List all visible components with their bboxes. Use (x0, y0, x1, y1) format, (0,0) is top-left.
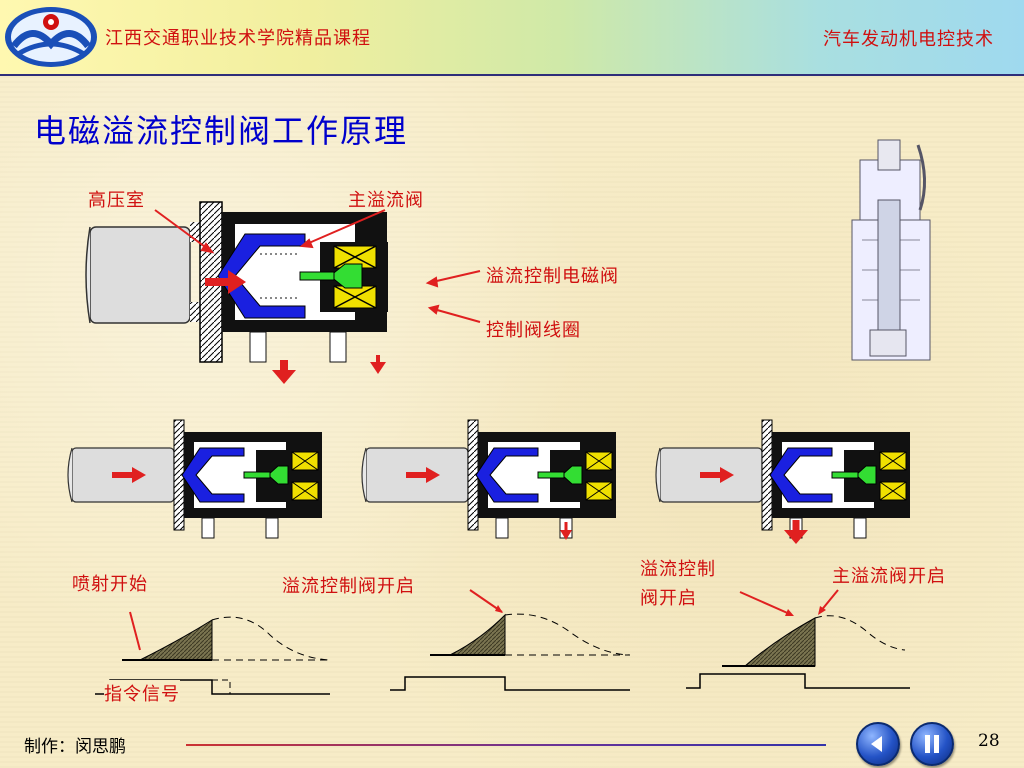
label-control-valve-coil: 控制阀线圈 (486, 320, 581, 341)
main-valve-diagram (85, 201, 389, 384)
course-name: 汽车发动机电控技术 (823, 29, 994, 50)
pause-icon (925, 735, 939, 753)
footer-author: 制作：闵思鹏 (24, 737, 126, 757)
slide-title: 电磁溢流控制阀工作原理 (34, 112, 409, 150)
school-name: 江西交通职业技术学院精品课程 (105, 28, 371, 49)
previous-button[interactable] (856, 722, 900, 766)
footer-divider (186, 744, 826, 746)
injector-illustration (851, 139, 931, 361)
label-high-pressure-chamber: 高压室 (88, 190, 145, 211)
header-bar (0, 0, 1024, 74)
previous-icon (871, 736, 882, 752)
label-overflow-control-solenoid: 溢流控制电磁阀 (486, 266, 619, 287)
label-overflow-control-open-line2: 阀开启 (640, 588, 697, 609)
waveform-3 (686, 589, 910, 689)
label-injection-start: 喷射开始 (72, 574, 148, 595)
waveform-2 (390, 589, 631, 691)
pointer-lines (154, 209, 481, 323)
label-overflow-control-open: 溢流控制阀开启 (282, 576, 415, 597)
header-divider (0, 74, 1024, 76)
page-number: 28 (978, 731, 1000, 751)
label-command-signal: 指令信号 (104, 680, 180, 706)
label-main-overflow-valve: 主溢流阀 (348, 190, 424, 211)
school-logo (5, 7, 97, 67)
label-main-overflow-open: 主溢流阀开启 (832, 566, 946, 587)
label-overflow-control-open-line1: 溢流控制 (640, 559, 716, 580)
pause-button[interactable] (910, 722, 954, 766)
